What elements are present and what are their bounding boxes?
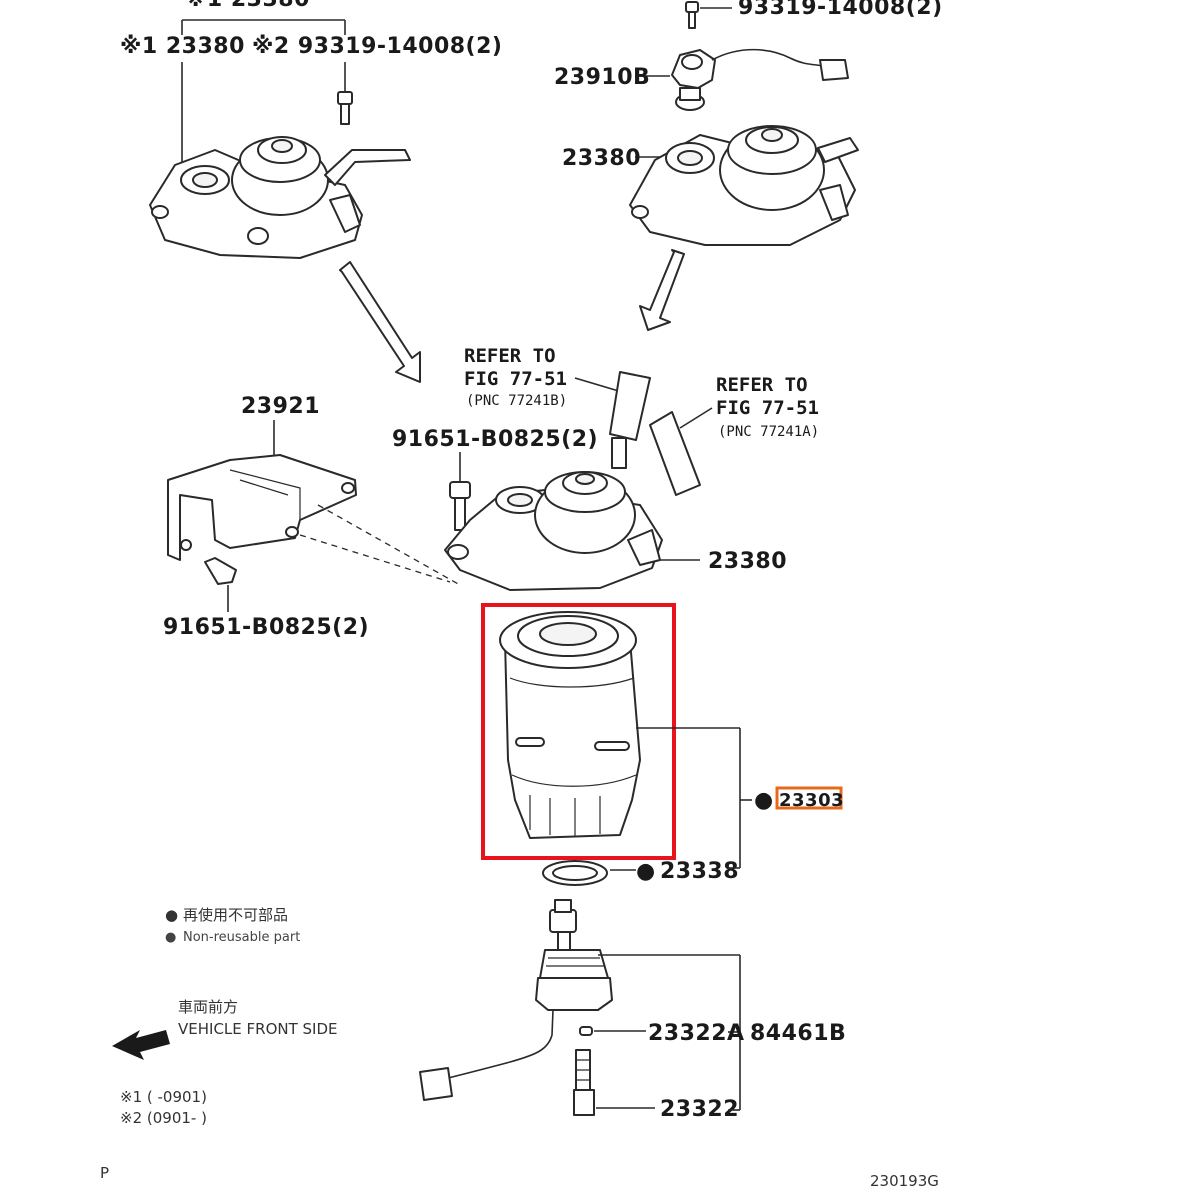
label-bracket: 23921 bbox=[241, 394, 320, 419]
ref1-line2: FIG 77-51 bbox=[464, 368, 567, 390]
label-top-partial: ※1 23380 bbox=[185, 0, 310, 12]
highlight-box-orange bbox=[775, 786, 843, 810]
filter-dot: ● bbox=[754, 788, 774, 813]
drain-plug: 23322 bbox=[573, 1049, 740, 1122]
sensor-body-23322a: 23322A bbox=[579, 1021, 745, 1046]
ref1-line1: REFER TO bbox=[464, 345, 556, 367]
label-gasket: 23338 bbox=[660, 859, 739, 884]
arrow-icon bbox=[639, 249, 685, 331]
label-drain-plug: 23322 bbox=[660, 1097, 739, 1122]
front-arrow-icon bbox=[112, 1030, 170, 1060]
arrow-icon bbox=[339, 261, 421, 383]
water-level-sensor: 84461B bbox=[419, 899, 846, 1110]
footnotes: ※1 ( -0901) ※2 (0901- ) bbox=[120, 1088, 207, 1127]
label-filter-element: 23303 bbox=[779, 790, 844, 811]
legend-non-reusable: ● 再使用不可部品 ● Non-reusable part bbox=[165, 906, 300, 945]
fuel-filter-cover-center: 91651-B0825(2) 23380 bbox=[392, 427, 787, 591]
reference-note-77241b: REFER TO FIG 77-51 (PNC 77241B) bbox=[464, 345, 623, 409]
footer: P 230193G bbox=[100, 1164, 939, 1190]
page-letter: P bbox=[100, 1164, 109, 1182]
ref2-line1: REFER TO bbox=[716, 374, 808, 396]
label-sensor-23910b: 23910B bbox=[554, 65, 650, 90]
bracket-23921: 23921 91651-B0825(2) bbox=[163, 394, 369, 640]
label-bolt-center: 91651-B0825(2) bbox=[392, 427, 598, 452]
label-cover-right: 23380 bbox=[562, 146, 641, 171]
ref2-pnc: (PNC 77241A) bbox=[718, 424, 819, 440]
label-bolt-right: 93319-14008(2) bbox=[738, 0, 943, 20]
fuel-hoses bbox=[609, 371, 701, 496]
note-2: ※2 (0901- ) bbox=[120, 1109, 207, 1127]
note-1: ※1 ( -0901) bbox=[120, 1088, 207, 1106]
label-bolt-left: ※2 93319-14008(2) bbox=[252, 34, 502, 59]
legend-en-non-reusable: Non-reusable part bbox=[183, 930, 300, 945]
label-sensor-set: 84461B bbox=[750, 1021, 846, 1046]
legend-jp-non-reusable: 再使用不可部品 bbox=[183, 906, 288, 924]
legend-en-front: VEHICLE FRONT SIDE bbox=[178, 1020, 338, 1038]
bolt-icon bbox=[337, 91, 353, 105]
legend-bullet-jp: ● bbox=[165, 906, 178, 924]
fuel-filter-cover-top-left: ※1 23380 ※1 23380 ※2 93319-14008(2) bbox=[120, 0, 502, 259]
bolt-icon bbox=[685, 1, 699, 13]
reference-note-77241a: REFER TO FIG 77-51 (PNC 77241A) bbox=[679, 374, 819, 440]
gasket: ● 23338 bbox=[542, 859, 740, 886]
label-cover-left: ※1 23380 bbox=[120, 34, 245, 59]
label-cover-assembly: 23380 bbox=[708, 549, 787, 574]
ref2-line2: FIG 77-51 bbox=[716, 397, 819, 419]
ref1-pnc: (PNC 77241B) bbox=[466, 393, 567, 409]
bolt-icon bbox=[449, 481, 471, 499]
label-bolt-bracket: 91651-B0825(2) bbox=[163, 615, 369, 640]
legend-bullet-en: ● bbox=[165, 930, 176, 945]
highlight-box bbox=[481, 603, 676, 860]
label-sensor-body: 23322A bbox=[648, 1021, 745, 1046]
bolt-icon bbox=[204, 557, 237, 585]
filter-element-label: 23303 bbox=[775, 786, 844, 811]
fuel-filter-element bbox=[481, 603, 676, 860]
figure-code: 230193G bbox=[870, 1172, 939, 1190]
vehicle-front-indicator: 車両前方 VEHICLE FRONT SIDE bbox=[112, 998, 338, 1060]
gasket-dot: ● bbox=[636, 859, 656, 884]
sensor-assembly-top-right: 93319-14008(2) 23910B 23380 bbox=[554, 0, 943, 246]
legend-jp-front: 車両前方 bbox=[178, 998, 238, 1016]
